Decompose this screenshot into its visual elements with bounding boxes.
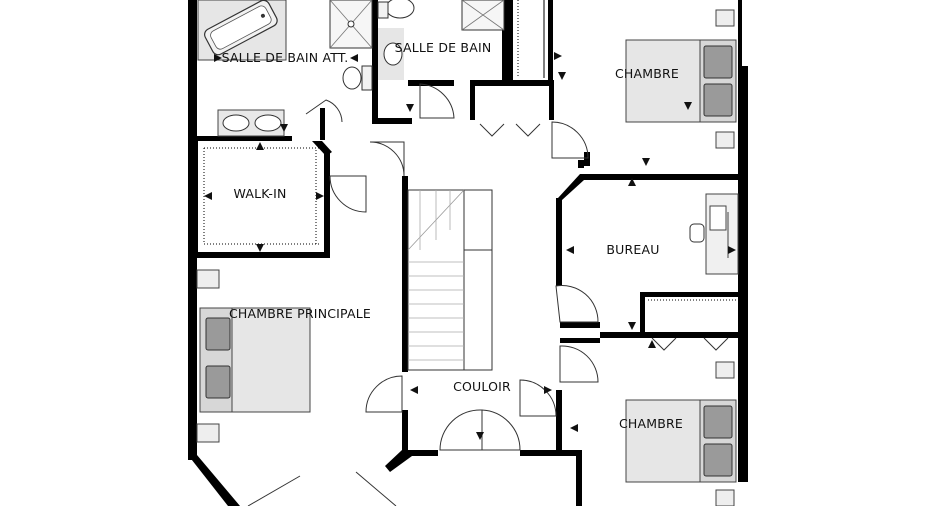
label-walk-in: WALK-IN [233,186,286,201]
room-labels: SALLE DE BAIN ATT. SALLE DE BAIN CHAMBRE… [222,40,683,431]
bathroom-fixtures [377,0,545,80]
label-chambre-bottom: CHAMBRE [619,416,683,431]
label-salle-de-bain-att: SALLE DE BAIN ATT. [222,50,349,65]
staircase [407,189,493,371]
bed-chambre-bottom [625,361,737,506]
label-chambre-top: CHAMBRE [615,66,679,81]
door-swings [247,83,599,506]
bed-chambre-principale [196,269,311,443]
label-salle-de-bain: SALLE DE BAIN [395,40,492,55]
label-chambre-principale: CHAMBRE PRINCIPALE [229,306,371,321]
label-bureau: BUREAU [606,242,659,257]
label-couloir: COULOIR [453,379,511,394]
bed-chambre-top [625,9,737,149]
walls [188,0,748,506]
master-bath-fixtures [197,0,373,137]
arrow-markers [204,52,736,440]
bureau-closet [648,299,736,351]
bureau-desk [689,193,739,275]
